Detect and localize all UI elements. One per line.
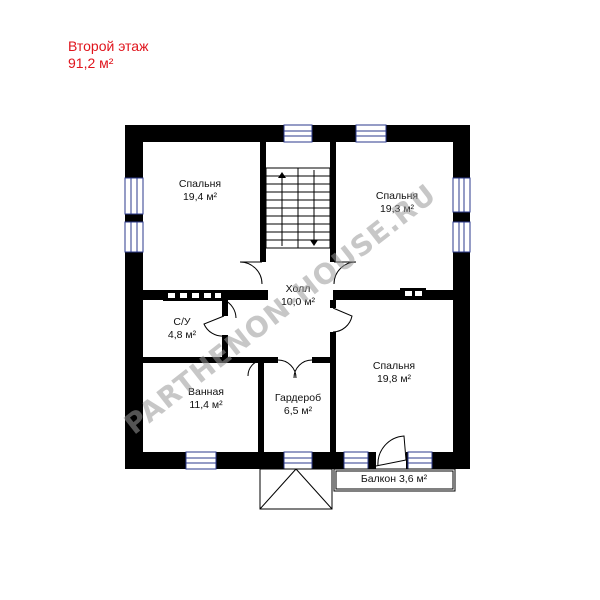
window-left-1: [124, 177, 144, 215]
room-bedroom3-area: 19,8 м²: [376, 373, 412, 385]
room-wc-area: 4,8 м²: [167, 329, 197, 341]
room-bedroom1: Спальня 19,4 м²: [179, 178, 221, 204]
room-hall-name: Холл: [285, 283, 311, 295]
door-wc: [203, 315, 225, 337]
vent-ducts: [163, 288, 426, 301]
door-wardrobe-2: [293, 359, 313, 379]
room-bedroom2: Спальня 19,3 м²: [376, 190, 418, 216]
door-bedroom3: [332, 307, 353, 333]
doors: [203, 261, 407, 467]
door-bedroom1: [239, 261, 263, 285]
room-bathroom: Ванная 11,4 м²: [188, 386, 224, 412]
floor-header: Второй этаж 91,2 м²: [68, 38, 148, 72]
window-top-stair: [283, 124, 313, 143]
door-bath-side: [247, 359, 263, 377]
room-bathroom-area: 11,4 м²: [189, 399, 223, 411]
room-wardrobe-name: Гардероб: [274, 392, 322, 404]
room-bedroom1-area: 19,4 м²: [182, 191, 218, 203]
window-right-1: [452, 177, 471, 213]
window-bottom-wardrobe: [283, 451, 313, 470]
bay-extension: [259, 468, 456, 510]
room-hall-area: 10,0 м²: [280, 296, 316, 308]
window-top-right: [355, 124, 387, 143]
window-bottom-balcony-right: [407, 451, 433, 470]
window-left-2: [124, 221, 144, 253]
room-bedroom2-name: Спальня: [375, 190, 419, 202]
room-balcony-name: Балкон 3,6 м²: [360, 473, 428, 485]
room-hall: Холл 10,0 м²: [281, 283, 315, 309]
room-bedroom3: Спальня 19,8 м²: [373, 360, 415, 386]
stair-arrow-down-icon: [310, 240, 318, 246]
stair-arrow-up-icon: [278, 172, 286, 178]
room-balcony: Балкон 3,6 м²: [361, 473, 427, 486]
room-wc-name: С/У: [173, 316, 191, 328]
door-bath: [223, 299, 237, 319]
floor-area: 91,2 м²: [68, 55, 114, 71]
window-right-2: [452, 221, 471, 253]
room-bedroom1-name: Спальня: [178, 178, 222, 190]
room-bedroom3-name: Спальня: [372, 360, 416, 372]
window-bottom-balcony-left: [343, 451, 369, 470]
door-bedroom2: [333, 261, 357, 285]
room-wardrobe: Гардероб 6,5 м²: [275, 392, 321, 418]
windows: [124, 124, 471, 470]
floor-title: Второй этаж: [68, 38, 149, 54]
staircase: [265, 167, 331, 249]
room-wardrobe-area: 6,5 м²: [283, 405, 313, 417]
door-balcony: [375, 435, 407, 467]
room-bedroom2-area: 19,3 м²: [379, 203, 415, 215]
door-wardrobe: [277, 359, 297, 379]
room-bathroom-name: Ванная: [188, 386, 224, 398]
room-wc: С/У 4,8 м²: [168, 316, 196, 342]
window-bottom-bath: [185, 451, 217, 470]
